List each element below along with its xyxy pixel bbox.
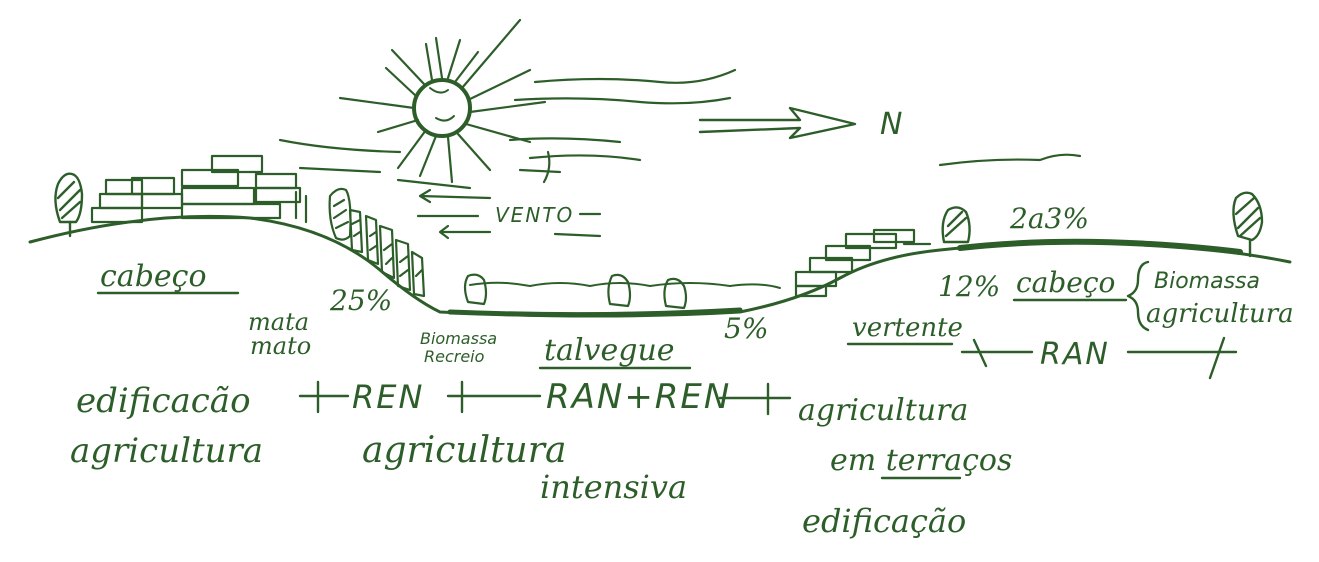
zone-center-line1: agricultura bbox=[362, 430, 566, 471]
tree-icon bbox=[943, 207, 970, 242]
zone-right-line3: edificação bbox=[802, 502, 966, 540]
tree-icon bbox=[1233, 193, 1262, 256]
cabeco-left-label: cabeço bbox=[100, 259, 207, 294]
slope-left-label: 25% bbox=[329, 284, 392, 317]
mato-label: mato bbox=[250, 332, 311, 360]
vertente-label: vertente bbox=[852, 313, 963, 343]
agricultura-right-label: agricultura bbox=[1146, 299, 1294, 329]
sun-icon bbox=[340, 20, 545, 182]
ran-right-label: RAN bbox=[1040, 337, 1110, 372]
zone-right-line2: em terraços bbox=[830, 443, 1012, 478]
zone-left-line2: agricultura bbox=[70, 431, 263, 471]
north-label: N bbox=[880, 107, 904, 142]
slope-valley-label: 5% bbox=[724, 312, 768, 345]
recreio-label: Recreio bbox=[424, 347, 485, 366]
slope-right-label: 12% bbox=[938, 270, 1000, 303]
forest-slope bbox=[330, 189, 424, 296]
biomassa-left-label: Biomassa bbox=[420, 329, 497, 348]
zone-ran-ren-label: RAN+REN bbox=[546, 377, 731, 417]
tree-icon bbox=[465, 275, 686, 308]
building-icon bbox=[796, 230, 930, 296]
wind-label: VENTO bbox=[495, 203, 574, 227]
zone-left-line1: edificacão bbox=[76, 381, 251, 421]
cabeco-right-label: cabeço bbox=[1016, 266, 1115, 299]
biomassa-right-label: Biomassa bbox=[1154, 269, 1260, 294]
tree-icon bbox=[55, 174, 82, 236]
zone-right-line1: agricultura bbox=[798, 393, 968, 428]
wind-strokes bbox=[280, 70, 1080, 188]
slope-right-top-label: 2a3% bbox=[1009, 202, 1089, 235]
talvegue-label: talvegue bbox=[544, 333, 675, 368]
zone-center-line2: intensiva bbox=[540, 468, 687, 506]
zone-ren-label: REN bbox=[352, 378, 424, 416]
north-arrow-icon: N bbox=[700, 107, 904, 142]
building-icon bbox=[92, 156, 306, 222]
